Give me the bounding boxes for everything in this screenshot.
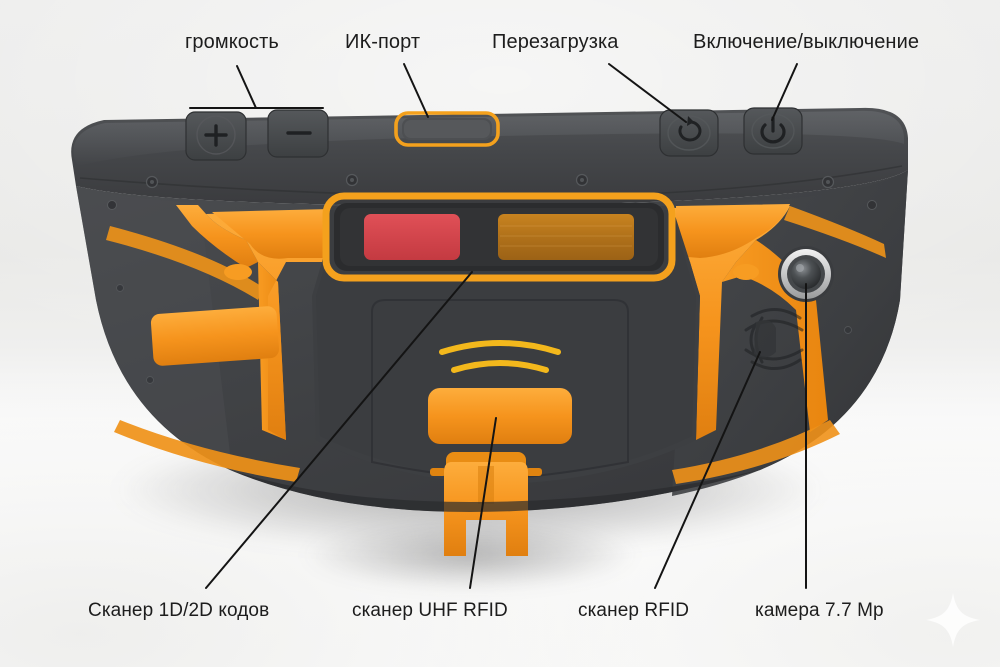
label-rfid: сканер RFID: [578, 600, 690, 621]
sparkle-star-watermark: [925, 592, 981, 648]
uhf-antenna-pad: [428, 388, 572, 444]
screw-bosses: [107, 173, 877, 384]
label-ir-port: ИК-порт: [345, 31, 421, 53]
device-back-panel: [76, 170, 908, 556]
orange-pad-left: [150, 306, 280, 366]
label-scanner-1d2d: Сканер 1D/2D кодов: [88, 600, 270, 621]
reset-circular-arrow-icon: [678, 116, 702, 142]
camera-lens-icon: [791, 259, 821, 289]
label-uhf-rfid: сканер UHF RFID: [352, 600, 508, 621]
orange-vent-right: [733, 264, 759, 280]
scanner-amber-lens: [498, 214, 634, 260]
label-camera: камера 7.7 Мр: [755, 600, 884, 621]
label-reset: Перезагрузка: [492, 31, 619, 53]
ir-port: [394, 111, 500, 147]
power-button[interactable]: [743, 107, 803, 155]
barcode-scanner-window: [322, 192, 676, 282]
reset-button[interactable]: [659, 109, 719, 157]
scanner-red-aimer: [364, 214, 460, 260]
camera: [778, 246, 834, 302]
label-power: Включение/выключение: [693, 31, 920, 53]
label-volume: громкость: [185, 31, 279, 53]
volume-down-button[interactable]: [267, 109, 329, 158]
plus-icon: [204, 124, 228, 147]
orange-vent-left: [224, 264, 252, 280]
volume-up-button[interactable]: [185, 111, 247, 161]
